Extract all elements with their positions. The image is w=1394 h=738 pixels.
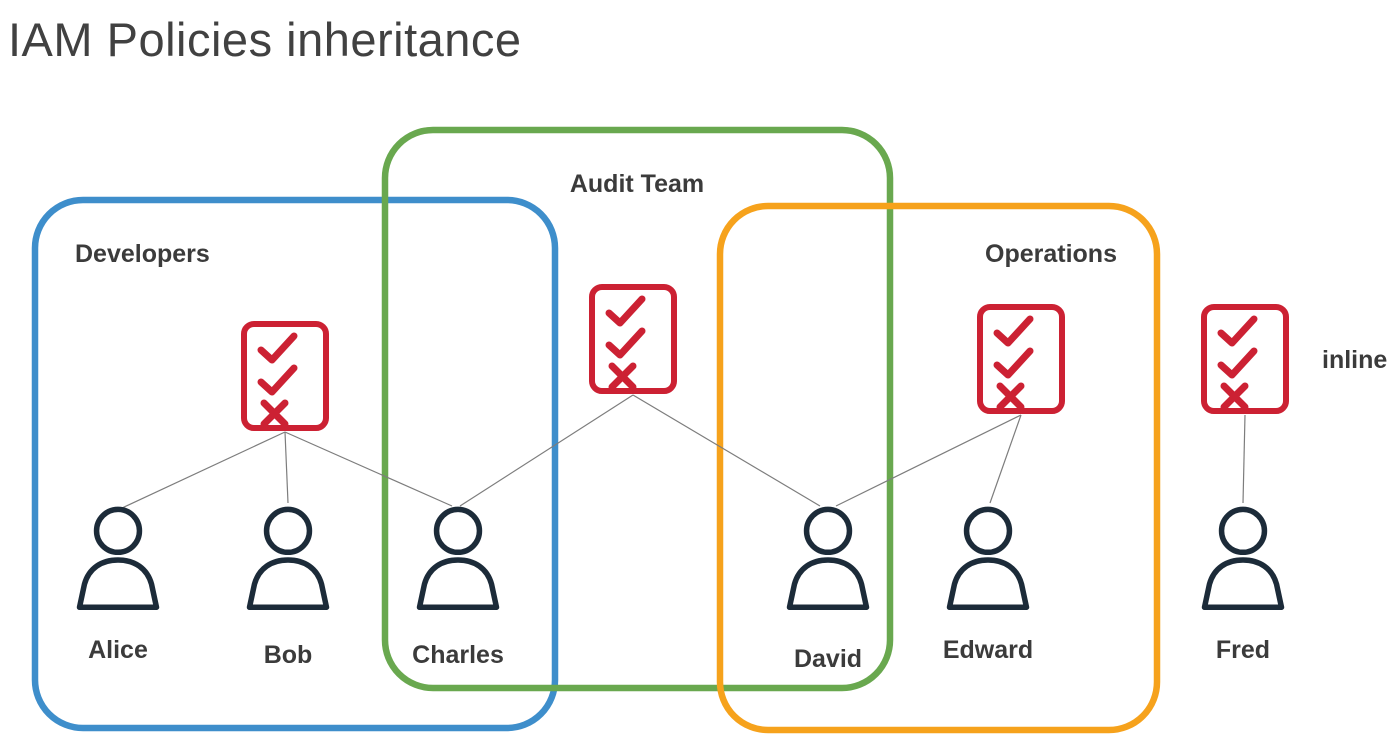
user-icon-bob — [250, 509, 327, 607]
connector-inline-policy-fred — [1242, 414, 1246, 504]
policy-icon-inline — [1204, 307, 1286, 411]
policy-icon-operations — [980, 307, 1062, 411]
user-label-edward: Edward — [943, 636, 1033, 664]
audit-team-group-outline — [381, 126, 894, 692]
user-icon-fred — [1205, 509, 1282, 607]
connector-developers-policy-bob — [284, 431, 289, 504]
connector-developers-policy-alice — [121, 431, 286, 509]
policy-icon-developers — [244, 324, 326, 428]
group-label-developers: Developers — [75, 240, 210, 268]
user-icon-david — [790, 509, 867, 607]
connector-audit-policy-david — [632, 394, 821, 507]
group-label-audit-team: Audit Team — [570, 170, 704, 198]
connector-audit-policy-charles — [459, 394, 634, 507]
group-label-operations: Operations — [985, 240, 1117, 268]
user-label-fred: Fred — [1216, 636, 1270, 664]
user-icon-charles — [420, 509, 497, 607]
user-icon-alice — [80, 509, 157, 607]
connector-operations-policy-edward — [989, 414, 1022, 504]
user-label-bob: Bob — [264, 641, 313, 669]
user-icon-edward — [950, 509, 1027, 607]
inline-policy-label: inline — [1322, 346, 1387, 374]
user-label-charles: Charles — [412, 641, 504, 669]
connector-developers-policy-charles — [284, 431, 453, 507]
policy-icon-audit-team — [592, 287, 674, 391]
user-label-david: David — [794, 645, 862, 673]
user-label-alice: Alice — [88, 636, 148, 664]
connector-operations-policy-david — [835, 414, 1022, 507]
developers-group-outline — [31, 196, 559, 732]
page-title: IAM Policies inheritance — [8, 13, 522, 66]
operations-group-outline — [716, 202, 1161, 734]
